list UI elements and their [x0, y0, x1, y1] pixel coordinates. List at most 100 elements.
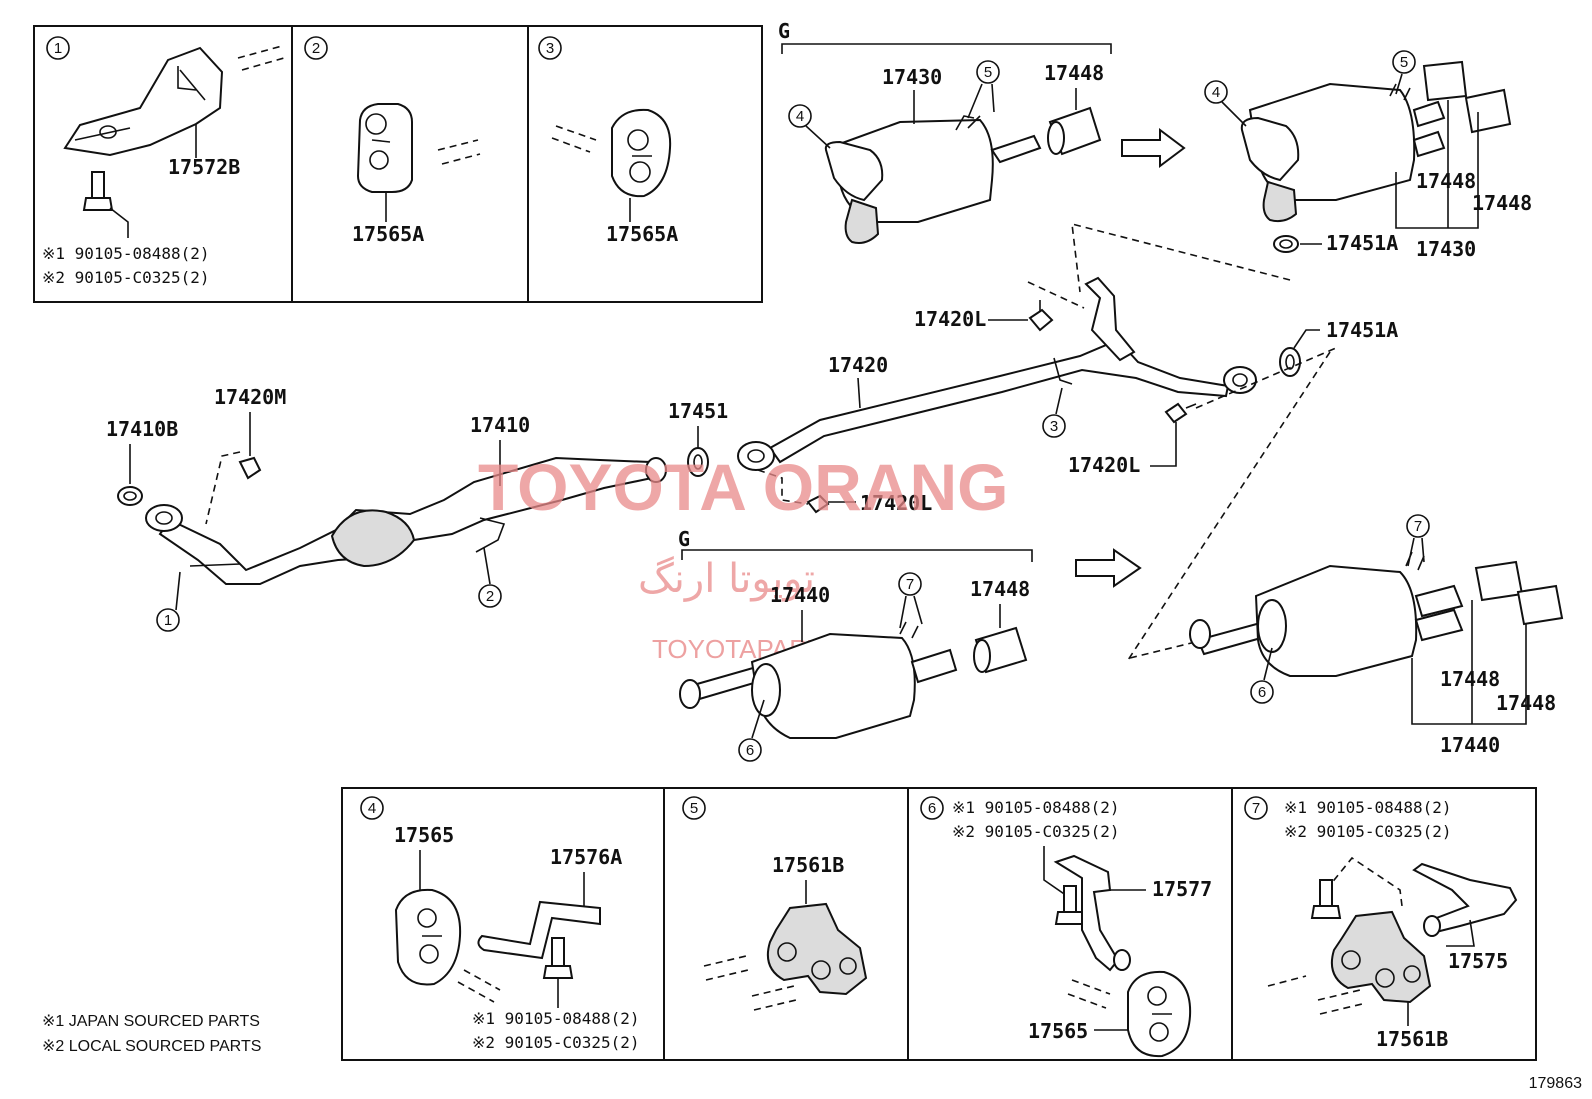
- dashed-link-line: [1027, 281, 1085, 309]
- leader-line: [1293, 329, 1320, 349]
- leader-line: [805, 125, 831, 149]
- part-number-label: 17430: [1416, 237, 1476, 261]
- detail-box-5: 5 17561B: [682, 796, 868, 1011]
- part-number-label: 17448: [1472, 191, 1532, 215]
- callout-number: 5: [690, 800, 698, 817]
- part-number-label: 17448: [1440, 667, 1500, 691]
- callout-circle: [898, 572, 922, 596]
- footnote-japan: ※1 JAPAN SOURCED PARTS: [42, 1013, 260, 1030]
- rubber-hanger-drawing: [703, 902, 868, 1011]
- callout-circle: [1250, 680, 1274, 704]
- part-number-label: 17451A: [1326, 231, 1398, 255]
- tailpipe-tip-drawing: [1422, 60, 1512, 134]
- fastener-note-japan: ※1 90105-08488(2): [472, 1009, 640, 1028]
- gasket-drawing: [117, 486, 143, 506]
- muffler-17440-alt-drawing: [1189, 551, 1464, 677]
- callout-number: 6: [928, 800, 936, 817]
- callout-number: 6: [746, 742, 754, 759]
- fastener-note-japan: ※1 90105-08488(2): [952, 798, 1120, 817]
- front-pipe-group: 17410B 17420M 17410 1 2 17451: [106, 385, 728, 632]
- rubber-hanger-drawing: [1267, 910, 1432, 1015]
- leader-line: [751, 699, 765, 739]
- callout-circle: [1392, 50, 1416, 74]
- leader-line: [175, 571, 181, 611]
- part-number-label: 17448: [970, 577, 1030, 601]
- callout-number: 3: [546, 40, 554, 57]
- nut-drawing: [238, 456, 262, 480]
- center-exhaust-pipe-drawing: [737, 276, 1257, 471]
- dashed-link-line: [1195, 347, 1337, 409]
- callout-circle: [46, 36, 70, 60]
- hanger-bracket-drawing: [477, 900, 601, 960]
- callout-circle: [538, 36, 562, 60]
- detail-box-7: 7 ※1 90105-08488(2) ※2 90105-C0325(2) 17…: [1244, 796, 1518, 1051]
- hanger-bracket-drawing: [1412, 862, 1518, 937]
- part-number-label: 17420L: [860, 491, 932, 515]
- part-number-label: 17420L: [914, 307, 986, 331]
- rubber-pipe-stub-drawing: [237, 45, 285, 71]
- leader-line: [899, 595, 923, 629]
- part-number-label: 17565A: [606, 222, 678, 246]
- callout-circle: [738, 738, 762, 762]
- callout-number: 4: [368, 800, 376, 817]
- arrow-right: [1075, 548, 1142, 588]
- part-number-label: 17561B: [772, 853, 844, 877]
- group-mark: G: [678, 527, 690, 551]
- callout-number: 2: [486, 588, 494, 605]
- callout-circle: [1042, 414, 1066, 438]
- tailpipe-tip-drawing: [973, 626, 1028, 674]
- part-number-label: 17410: [470, 413, 530, 437]
- callout-number: 6: [1258, 684, 1266, 701]
- detail-panel-frame: [33, 25, 763, 303]
- leader-line: [1395, 73, 1403, 95]
- leader-line: [1263, 647, 1273, 681]
- dashed-link-line: [205, 451, 241, 525]
- leader-line: [1221, 101, 1247, 127]
- callout-circle: [1204, 80, 1228, 104]
- upper-muffler-group: G 4 5 17430 17448: [778, 19, 1186, 244]
- part-number-label: 17577: [1152, 877, 1212, 901]
- leader-line: [1055, 387, 1063, 415]
- group-bracket: [781, 43, 1112, 54]
- dashed-link-line: [757, 469, 809, 505]
- callout-number: 7: [1252, 800, 1260, 817]
- callout-circle: [976, 60, 1000, 84]
- fastener-note-local: ※2 90105-C0325(2): [952, 822, 1120, 841]
- detail-panel-bottom: 4 17565 17576A ※1 90105-08488(2) ※2 9010…: [341, 787, 1537, 1061]
- leader-line: [1407, 537, 1425, 567]
- fastener-note-japan: ※1 90105-08488(2): [42, 244, 210, 263]
- part-number-label: 17576A: [550, 845, 622, 869]
- part-number-label: 17420M: [214, 385, 286, 409]
- bolt-drawing: [1310, 879, 1342, 919]
- gasket-drawing: [1273, 235, 1299, 253]
- callout-circle: [1244, 796, 1268, 820]
- fastener-note-japan: ※1 90105-08488(2): [1284, 798, 1452, 817]
- leader-bracket: [1395, 100, 1479, 229]
- detail-panel-top-left: 1 17572B ※1 90105-08488(2) ※2 90105-C032…: [33, 25, 763, 303]
- leader-line: [1043, 846, 1071, 899]
- fastener-note-local: ※2 90105-C0325(2): [42, 268, 210, 287]
- callout-number: 1: [164, 612, 172, 629]
- part-number-label: 17565A: [352, 222, 424, 246]
- arrow-right: [1121, 128, 1186, 168]
- part-number-label: 17448: [1496, 691, 1556, 715]
- muffler-17440-drawing: [679, 621, 958, 739]
- footnotes: ※1 JAPAN SOURCED PARTS ※2 LOCAL SOURCED …: [42, 1013, 1582, 1092]
- callout-number: 5: [1400, 54, 1408, 71]
- muffler-17430-alt-drawing: [1240, 82, 1446, 223]
- detail-panel-frame: [341, 787, 1537, 1061]
- exhaust-rubber-hanger-drawing: [551, 108, 672, 198]
- exhaust-hanger-bracket-drawing: [63, 46, 224, 157]
- bolt-drawing: [806, 494, 856, 514]
- dashed-link-line: [1325, 856, 1403, 907]
- tailpipe-tip-drawing: [1474, 560, 1564, 626]
- fastener-note-local: ※2 90105-C0325(2): [1284, 822, 1452, 841]
- part-number-label: 17561B: [1376, 1027, 1448, 1051]
- upper-right-muffler: 4 5 17448 17448 17430 17451A: [1071, 50, 1532, 293]
- part-number-label: 17451A: [1326, 318, 1398, 342]
- dashed-link-line: [1071, 222, 1291, 293]
- hanger-bracket-drawing: [1053, 854, 1131, 972]
- leader-line: [483, 547, 491, 585]
- rubber-hanger-drawing: [1067, 970, 1192, 1058]
- part-number-label: 17440: [770, 583, 830, 607]
